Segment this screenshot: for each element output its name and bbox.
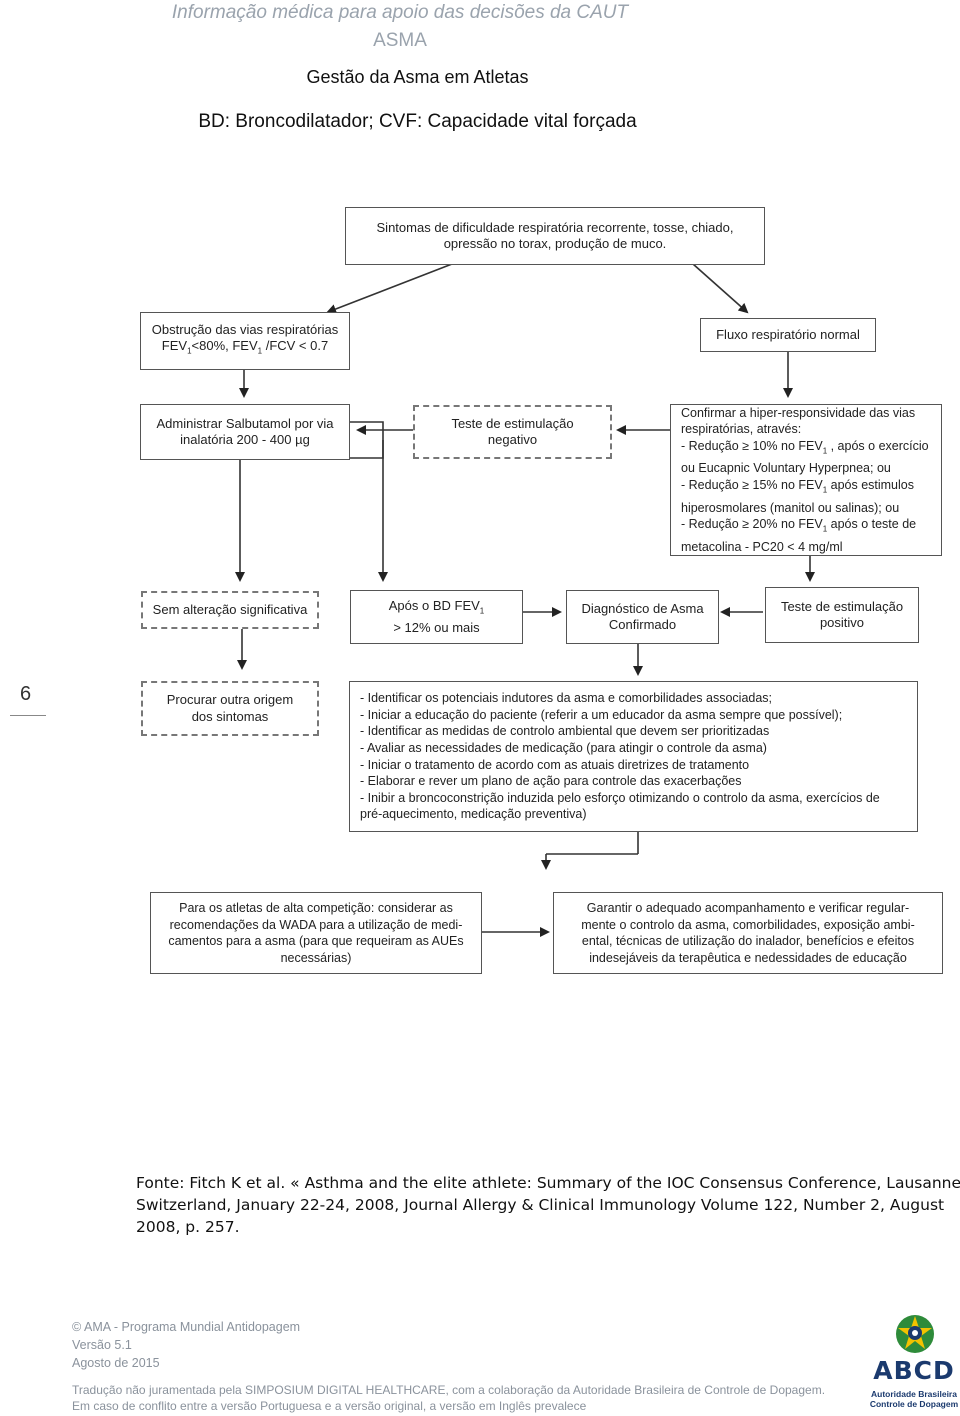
normal-flow-text: Fluxo respiratório normal	[716, 326, 860, 342]
obstruction-text-1: Obstrução das vias respiratórias	[151, 321, 339, 337]
stim-positive-text-2: positivo	[819, 615, 865, 630]
symptoms-box: Sintomas de dificuldade respiratória rec…	[345, 207, 765, 265]
follow-up-text-2: mente o controlo da asma, comorbilidades…	[581, 917, 915, 932]
follow-up-box: Garantir o adequado acompanhamento e ver…	[553, 892, 943, 974]
follow-up-text-3: ental, técnicas de utilização do inalado…	[581, 934, 915, 948]
after-bd-text-1: Após o BD FEV1	[388, 597, 485, 616]
salbutamol-box: Administrar Salbutamol por via inalatóri…	[140, 404, 350, 460]
normal-flow-box: Fluxo respiratório normal	[700, 318, 876, 352]
obstruction-text-2: FEV1<80%, FEV1 /FCV < 0.7	[161, 338, 329, 356]
source-line-3: 2008, p. 257.	[136, 1218, 240, 1236]
confirm-text-5: - Redução ≥ 15% no FEV1 após estimulos	[681, 478, 914, 495]
after-bd-box: Após o BD FEV1 > 12% ou mais	[350, 590, 523, 644]
source-citation: Fonte: Fitch K et al. « Asthma and the e…	[136, 1172, 960, 1238]
stim-positive-text-1: Teste de estimulação	[780, 598, 904, 614]
confirm-text-4: ou Eucapnic Voluntary Hyperpnea; ou	[681, 461, 891, 476]
page-number-rule	[10, 715, 46, 716]
action-item: - Iniciar a educação do paciente (referi…	[360, 707, 843, 722]
elite-athletes-box: Para os atletas de alta competição: cons…	[150, 892, 482, 974]
abcd-logo-text: ABCD	[873, 1356, 955, 1385]
page-number: 6	[20, 683, 32, 705]
confirm-text-1: Confirmar a hiper-responsividade das via…	[681, 405, 916, 420]
confirm-text-8: metacolina - PC20 < 4 mg/ml	[681, 539, 843, 554]
abcd-subtitle-2: Controle de Dopagem	[869, 1399, 959, 1409]
footer-date: Agosto de 2015	[72, 1356, 160, 1370]
abcd-logo-subtitle: Autoridade Brasileira Controle de Dopage…	[868, 1389, 960, 1409]
action-item: - Iniciar o tratamento de acordo com as …	[360, 757, 750, 772]
arrow-symptoms-normal	[692, 263, 749, 314]
athletes-text-2: recomendações da WADA para a utilização …	[169, 917, 463, 932]
confirm-text-2: respiratórias, através:	[681, 422, 802, 437]
other-origin-text-2: dos sintomas	[191, 708, 269, 724]
confirm-text-3: - Redução ≥ 10% no FEV1 , após o exercíc…	[681, 439, 929, 456]
bracket-salbutamol	[350, 421, 384, 459]
symptoms-text-1: Sintomas de dificuldade respiratória rec…	[376, 219, 734, 235]
footer-version: Versão 5.1	[72, 1338, 132, 1352]
stim-positive-box: Teste de estimulação positivo	[765, 587, 919, 643]
page-title: Gestão da Asma em Atletas	[306, 67, 529, 87]
athletes-text-1: Para os atletas de alta competição: cons…	[179, 901, 453, 915]
other-origin-box: Procurar outra origem dos sintomas	[141, 681, 319, 736]
action-item: - Elaborar e rever um plano de ação para…	[360, 774, 742, 789]
footer-translation-note: Tradução não juramentada pela SIMPOSIUM …	[72, 1383, 826, 1397]
no-change-box: Sem alteração significativa	[141, 591, 319, 629]
confirm-text-7: - Redução ≥ 20% no FEV1 após o teste de	[681, 517, 917, 534]
diagnosis-text-2: Confirmado	[608, 617, 677, 632]
obstruction-box: Obstrução das vias respiratórias FEV1<80…	[140, 312, 350, 370]
other-origin-text-1: Procurar outra origem	[166, 692, 294, 707]
follow-up-text-4: indesejáveis da terapêutica e nedessidad…	[589, 950, 907, 965]
action-item: - Avaliar as necessidades de medicação (…	[360, 740, 767, 755]
confirm-hyper-box: Confirmar a hiper-responsividade das via…	[670, 404, 942, 556]
salbutamol-text-2: inalatória 200 - 400 µg	[180, 432, 310, 447]
source-line-1: Fonte: Fitch K et al. « Asthma and the e…	[136, 1174, 960, 1192]
action-item: pré-aquecimento, medicação preventiva)	[360, 807, 587, 822]
abcd-subtitle-1: Autoridade Brasileira	[871, 1389, 957, 1399]
stim-negative-box: Teste de estimulação negativo	[413, 405, 612, 459]
stim-negative-text-2: negativo	[487, 432, 538, 447]
after-bd-text-2: > 12% ou mais	[393, 619, 480, 635]
footer-conflict-note: Em caso de conflito entre a versão Portu…	[72, 1399, 587, 1413]
diagnosis-text-1: Diagnóstico de Asma	[581, 600, 704, 616]
footer-copyright: © AMA - Programa Mundial Antidopagem	[72, 1320, 301, 1334]
source-line-2: Switzerland, January 22-24, 2008, Journa…	[136, 1196, 945, 1214]
symptoms-text-2: opressão no torax, produção de muco.	[443, 236, 667, 251]
stim-negative-text-1: Teste de estimulação	[451, 415, 574, 431]
page-subtitle: BD: Broncodilatador; CVF: Capacidade vit…	[198, 111, 637, 132]
no-change-text: Sem alteração significativa	[152, 601, 308, 617]
arrow-symptoms-obstruction	[326, 263, 453, 314]
follow-up-text-1: Garantir o adequado acompanhamento e ver…	[586, 901, 910, 915]
diagnosis-box: Diagnóstico de Asma Confirmado	[566, 590, 719, 644]
athletes-text-3: camentos para a asma (para que requeiram…	[168, 934, 464, 948]
document-header: Informação médica para apoio das decisõe…	[171, 2, 629, 23]
salbutamol-text-1: Administrar Salbutamol por via	[156, 415, 334, 431]
management-actions-box: - Identificar os potenciais indutores da…	[349, 681, 918, 832]
action-item: - Identificar os potenciais indutores da…	[360, 691, 773, 706]
document-section: ASMA	[373, 30, 427, 51]
action-item: - Inibir a broncoconstrição induzida pel…	[360, 790, 880, 805]
action-item: - Identificar as medidas de controlo amb…	[360, 724, 770, 739]
brazil-coat-of-arms-icon	[896, 1315, 934, 1353]
confirm-text-6: hiperosmolares (manitol ou salinas); ou	[681, 500, 900, 515]
athletes-text-4: necessárias)	[280, 950, 352, 965]
